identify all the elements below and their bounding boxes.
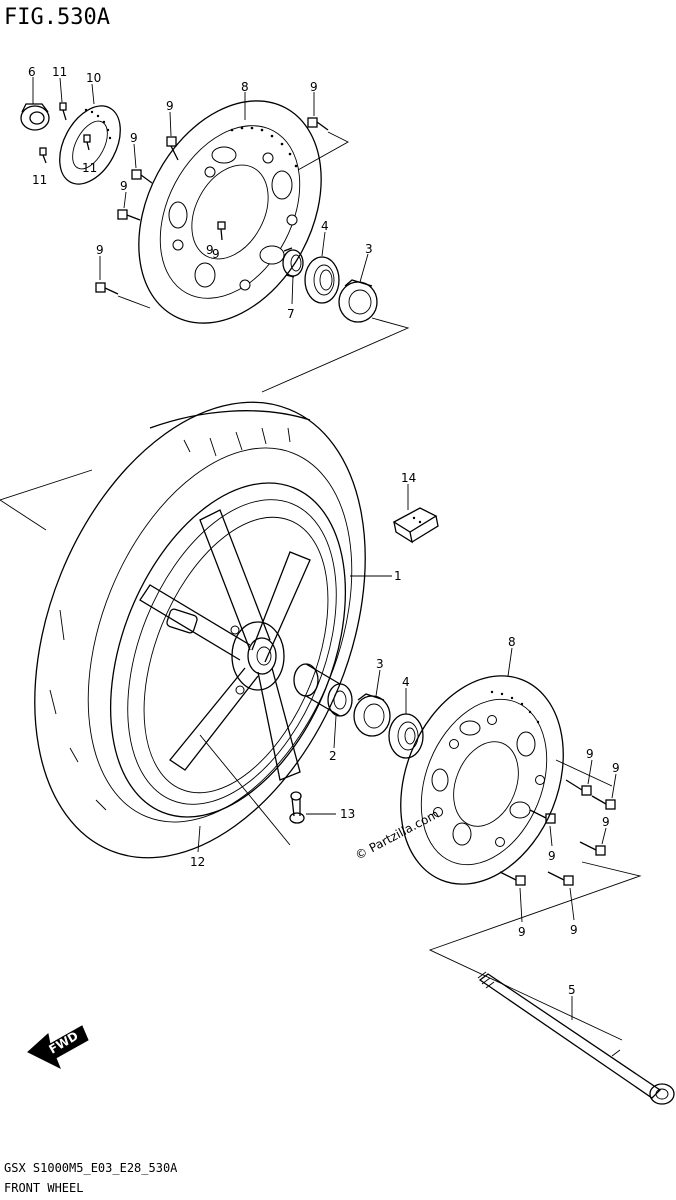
callout-8: 8 <box>508 635 516 649</box>
guide-line <box>297 131 349 171</box>
callout-9: 9 <box>96 243 104 257</box>
callout-8: 8 <box>241 80 249 94</box>
callout-7: 7 <box>287 307 295 321</box>
callout-9: 9 <box>166 99 174 113</box>
guide-line <box>261 317 410 393</box>
disc-bolts-lower-part-9[interactable] <box>499 779 616 886</box>
callout-9: 9 <box>612 761 620 775</box>
watermark: © Partzilla.com <box>353 807 441 863</box>
callout-11: 11 <box>52 65 67 79</box>
callout-1: 1 <box>394 569 402 583</box>
section-name: FRONT WHEEL <box>4 1181 83 1195</box>
bearing-upper-part-3[interactable] <box>338 279 378 323</box>
callout-13: 13 <box>340 807 355 821</box>
callout-3: 3 <box>365 242 373 256</box>
callout-11: 11 <box>82 161 97 175</box>
callout-3: 3 <box>376 657 384 671</box>
guide-line <box>117 295 151 309</box>
fwd-direction-arrow: FWD <box>27 1025 89 1070</box>
oil-seal-upper-part-4[interactable] <box>304 256 340 304</box>
callout-4: 4 <box>402 675 410 689</box>
callout-9: 9 <box>570 923 578 937</box>
guide-line <box>428 861 642 1041</box>
brake-disc-lower-part-8[interactable] <box>371 651 593 908</box>
callout-9: 9 <box>212 247 220 261</box>
spacer-part-2[interactable] <box>293 663 353 717</box>
callout-6: 6 <box>28 65 36 79</box>
oil-seal-lower-part-4[interactable] <box>388 713 424 759</box>
callout-11: 11 <box>32 173 47 187</box>
guide-line <box>199 734 291 846</box>
leader-lines <box>32 77 617 1020</box>
callout-14: 14 <box>401 471 416 485</box>
callout-9: 9 <box>602 815 610 829</box>
guide-line <box>555 759 613 787</box>
callout-5: 5 <box>568 983 576 997</box>
tire-part-12[interactable] <box>0 353 428 907</box>
callout-9: 9 <box>120 179 128 193</box>
axle-part-5[interactable] <box>477 971 675 1105</box>
callout-labels: 6 11 10 11 11 8 9 9 9 9 9 9 9 4 3 7 14 1… <box>28 65 620 997</box>
callout-9: 9 <box>130 131 138 145</box>
callout-9: 9 <box>548 849 556 863</box>
balance-weight-part-14[interactable] <box>392 507 439 544</box>
callout-9: 9 <box>206 243 214 257</box>
guide-line <box>0 469 93 531</box>
disc-bolts-upper-part-9[interactable] <box>95 117 329 295</box>
spacer-part-6[interactable] <box>20 103 50 131</box>
callout-4: 4 <box>321 219 329 233</box>
callout-2: 2 <box>329 749 337 763</box>
brake-disc-upper-part-8[interactable] <box>102 69 358 354</box>
rim-part-1[interactable] <box>65 448 391 851</box>
callout-10: 10 <box>86 71 101 85</box>
sensor-rotor-part-10[interactable] <box>47 96 132 195</box>
callout-9: 9 <box>310 80 318 94</box>
callout-12: 12 <box>190 855 205 869</box>
figure-title: FIG.530A <box>4 5 110 30</box>
screw-part-11[interactable] <box>39 102 91 164</box>
valve-part-13[interactable] <box>289 791 305 824</box>
callout-9: 9 <box>586 747 594 761</box>
bearing-lower-part-3[interactable] <box>353 693 391 737</box>
dust-seal-part-7[interactable] <box>282 247 304 278</box>
model-code: GSX S1000M5_E03_E28_530A <box>4 1161 178 1175</box>
callout-9: 9 <box>518 925 526 939</box>
